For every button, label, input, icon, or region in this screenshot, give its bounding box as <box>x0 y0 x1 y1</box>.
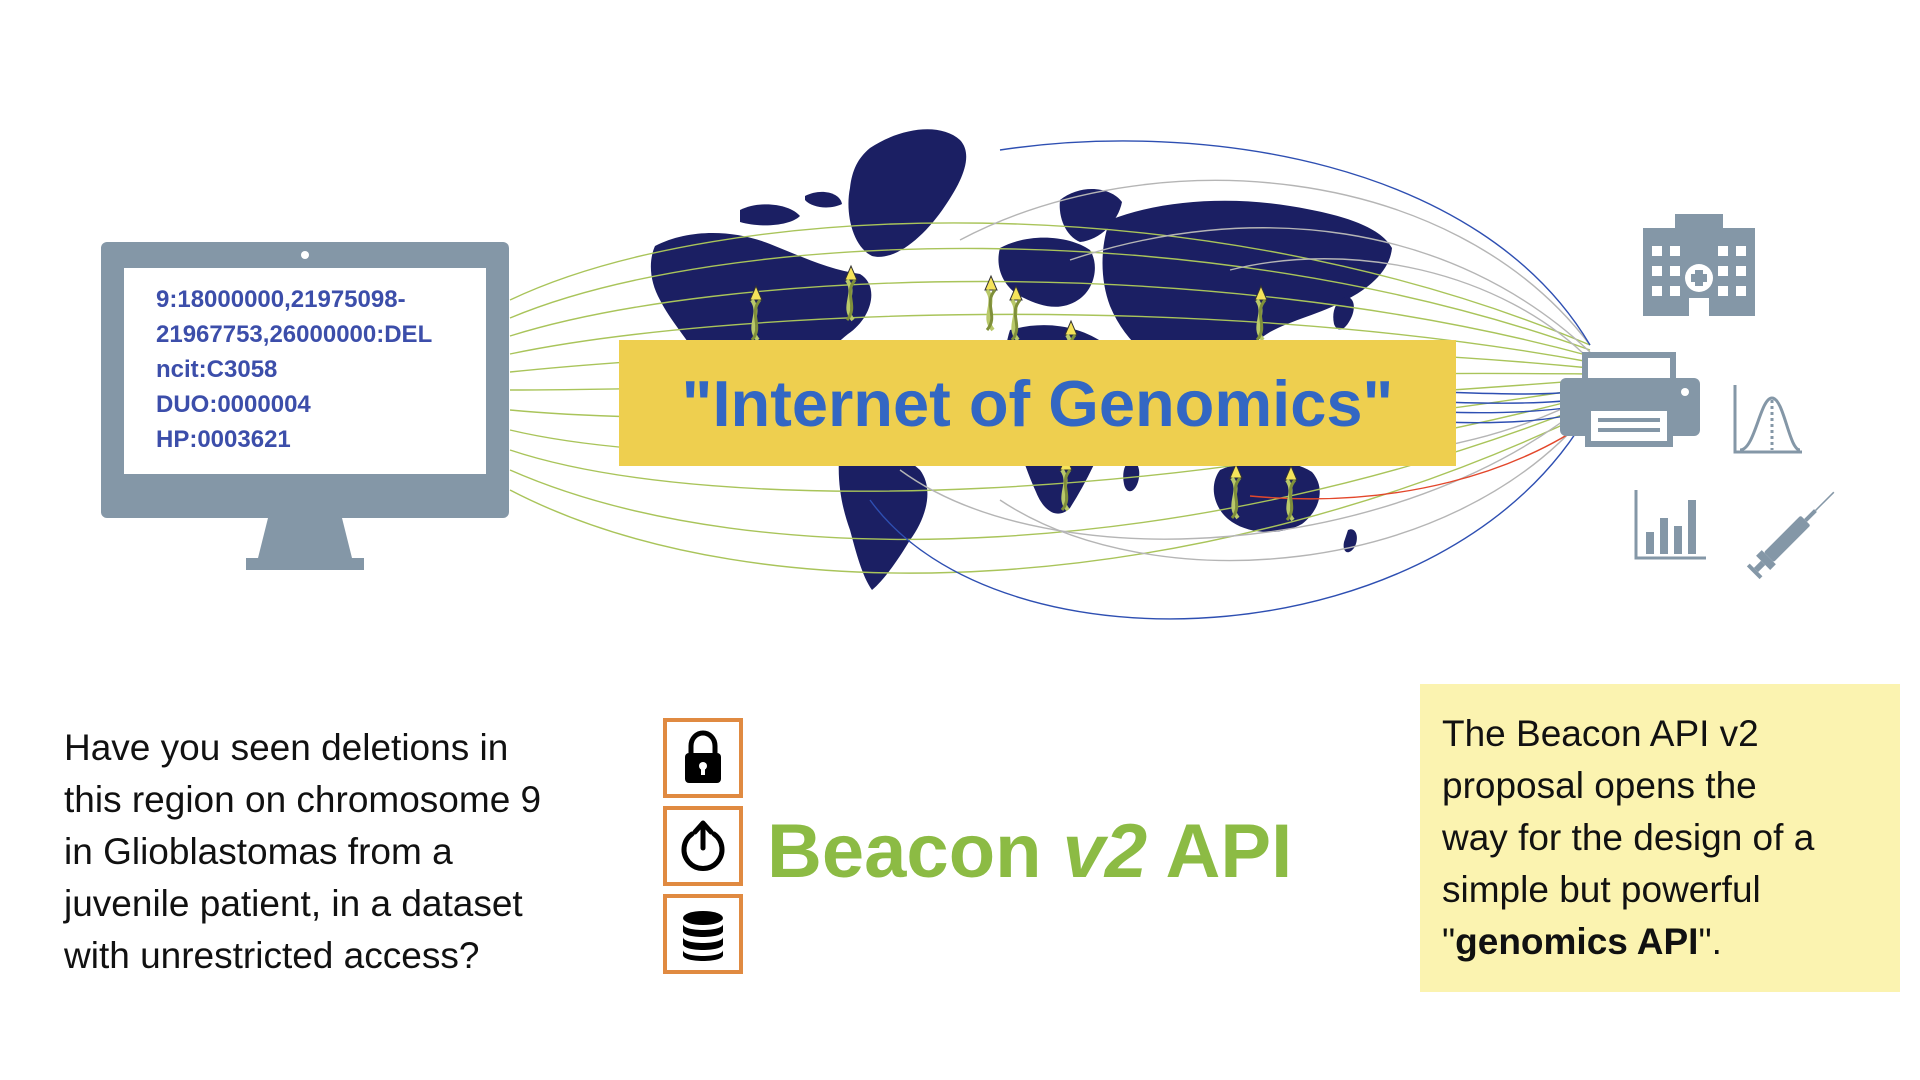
question-line: juvenile patient, in a dataset <box>64 883 523 924</box>
beacon-v2-api-title: Beacon v2 API <box>767 808 1292 895</box>
query-line: 21967753,26000000:DEL <box>156 321 433 348</box>
note-line-last: "genomics API". <box>1442 916 1814 968</box>
beacon-title-suffix: API <box>1147 809 1293 894</box>
beacon-title-prefix: Beacon <box>767 809 1063 894</box>
lock-icon-box <box>663 718 743 798</box>
database-icon <box>683 911 723 961</box>
query-line: 9:18000000,21975098- <box>156 286 406 313</box>
query-line: ncit:C3058 <box>156 356 278 383</box>
note-genomics-api: genomics API <box>1455 921 1699 962</box>
printer-icon <box>1560 352 1700 447</box>
note-line: way for the design of a <box>1442 817 1815 858</box>
query-line: DUO:0000004 <box>156 391 311 418</box>
computer-monitor-icon <box>101 242 509 570</box>
power-icon-box <box>663 806 743 886</box>
hospital-icon <box>1643 214 1755 316</box>
syringe-icon <box>1746 491 1835 580</box>
question-line: in Glioblastomas from a <box>64 831 453 872</box>
note-text: The Beacon API v2 proposal opens the way… <box>1442 708 1814 968</box>
query-line: HP:0003621 <box>156 426 291 453</box>
note-line: simple but powerful <box>1442 869 1761 910</box>
beacon-marker-icon <box>749 284 763 342</box>
beacon-marker-icon <box>844 264 858 322</box>
database-icon-box <box>663 894 743 974</box>
bar-chart-icon <box>1634 490 1706 560</box>
beacon-markers <box>749 264 1298 522</box>
bell-curve-icon <box>1733 385 1802 454</box>
internet-of-genomics-banner: "Internet of Genomics" <box>619 340 1456 466</box>
question-line: this region on chromosome 9 <box>64 779 542 820</box>
example-question: Have you seen deletions in this region o… <box>64 722 624 982</box>
beacon-title-version: v2 <box>1062 809 1148 894</box>
beacon-marker-icon <box>1254 284 1268 342</box>
beacon-marker-icon <box>1229 462 1243 520</box>
question-line: with unrestricted access? <box>64 935 480 976</box>
beacon-marker-icon <box>1009 284 1023 342</box>
lock-icon <box>685 730 721 783</box>
note-last-prefix: " <box>1442 921 1456 962</box>
note-line: proposal opens the <box>1442 765 1757 806</box>
beacon-marker-icon <box>1284 464 1298 522</box>
query-text: 9:18000000,21975098- 21967753,26000000:D… <box>156 282 496 457</box>
power-icon <box>681 820 725 871</box>
beacon-note: The Beacon API v2 proposal opens the way… <box>1420 684 1900 992</box>
banner-title: "Internet of Genomics" <box>681 366 1394 440</box>
note-line: The Beacon API v2 <box>1442 713 1759 754</box>
beacon-marker-icon <box>984 274 998 332</box>
note-last-suffix: ". <box>1698 921 1722 962</box>
question-line: Have you seen deletions in <box>64 727 509 768</box>
